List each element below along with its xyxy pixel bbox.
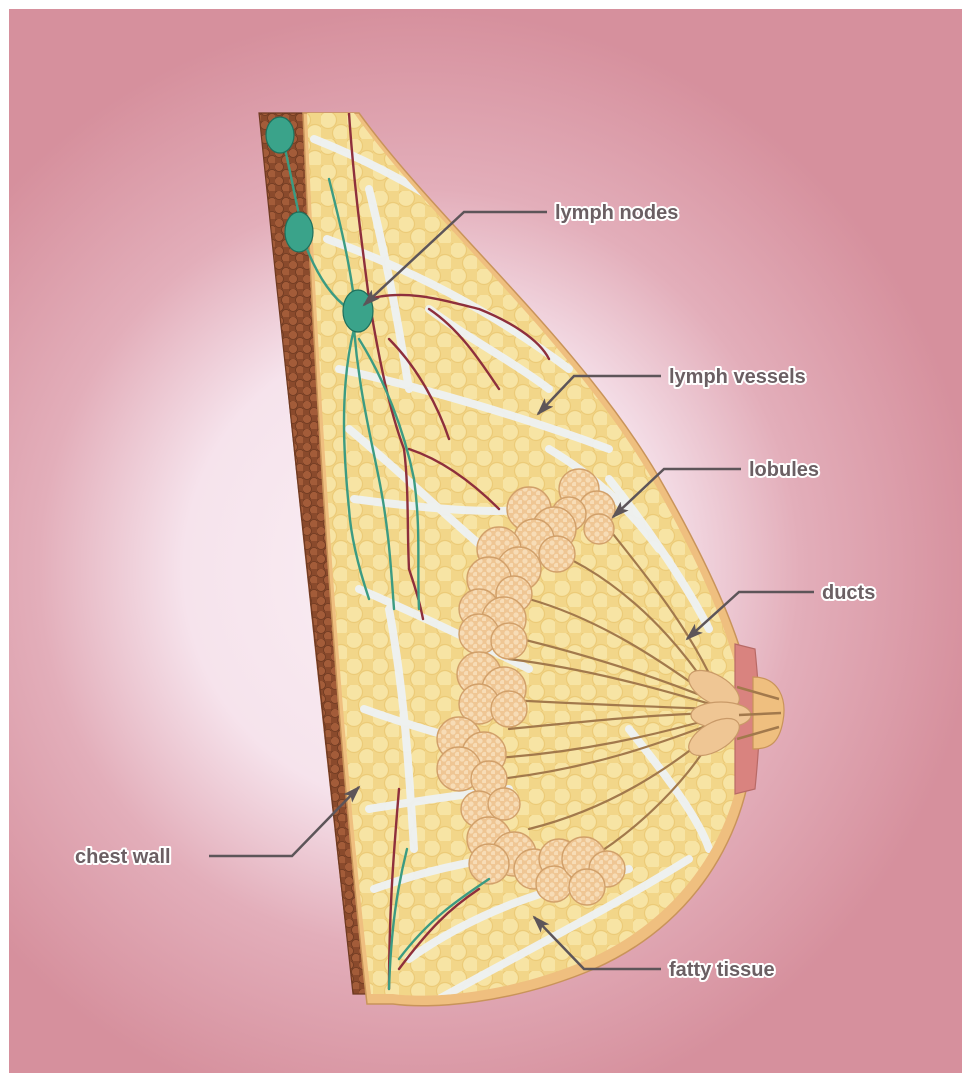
label-ducts: ducts bbox=[822, 582, 875, 604]
label-fatty-tissue: fatty tissue bbox=[669, 959, 775, 981]
label-lymph-nodes: lymph nodes bbox=[555, 202, 678, 224]
label-lobules: lobules bbox=[749, 459, 819, 481]
label-lymph-vessels: lymph vessels bbox=[669, 366, 806, 388]
label-chest-wall: chest wall bbox=[75, 846, 171, 868]
breast-anatomy-diagram: lymph nodes lymph vessels lobules ducts … bbox=[9, 9, 962, 1073]
illustration-frame: lymph nodes lymph vessels lobules ducts … bbox=[9, 9, 962, 1073]
